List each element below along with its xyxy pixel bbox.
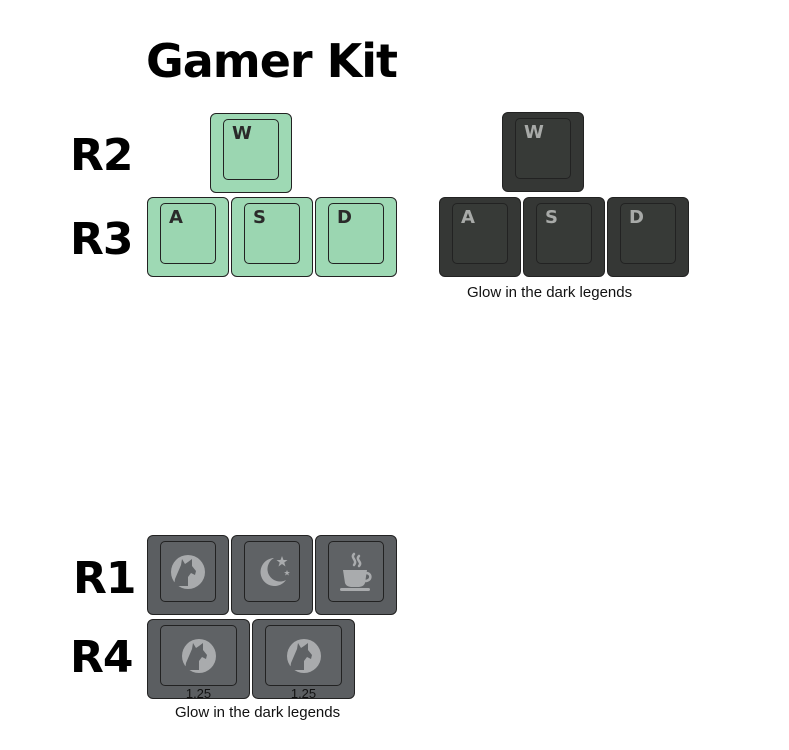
wolf-icon [286, 638, 321, 673]
keycap-top: A [452, 203, 508, 264]
keycap-top: D [328, 203, 384, 264]
page-title: Gamer Kit [146, 34, 398, 88]
keycap-moon-r1 [231, 535, 313, 615]
keycap-s-green: S [231, 197, 313, 277]
row-label-r1: R1 [73, 553, 136, 604]
keycap-top: S [244, 203, 300, 264]
keycap-size-label: 1.25 [290, 686, 317, 701]
keycap-coffee-r1 [315, 535, 397, 615]
keycap-legend: W [524, 122, 544, 143]
keycap-top: W [515, 118, 571, 179]
keycap-top [160, 625, 237, 686]
keycap-d-green: D [315, 197, 397, 277]
keycap-wolf-r4-left: 1.25 [147, 619, 250, 701]
row-label-r4: R4 [70, 632, 133, 683]
wolf-icon [171, 554, 205, 589]
keycap-d-dark: D [607, 197, 689, 277]
keycap-top [244, 541, 300, 602]
keycap-legend: W [232, 123, 252, 144]
keycap-w-dark: W [502, 112, 584, 192]
keycap-s-dark: S [523, 197, 605, 277]
keycap-legend: S [545, 207, 558, 228]
moon-stars-icon [260, 555, 290, 586]
coffee-cup-icon [340, 552, 372, 591]
wolf-icon [181, 638, 216, 673]
keycap-wolf-r4-right: 1.25 [252, 619, 355, 701]
keycap-top: A [160, 203, 216, 264]
keycap-legend: A [169, 207, 183, 228]
keycap-legend: A [461, 207, 475, 228]
keycap-a-green: A [147, 197, 229, 277]
row-label-r2: R2 [70, 130, 133, 181]
keycap-top [265, 625, 342, 686]
keycap-top: S [536, 203, 592, 264]
keycap-top: W [223, 119, 279, 180]
novelty-set-caption: Glow in the dark legends [175, 704, 341, 721]
dark-set-caption: Glow in the dark legends [467, 284, 633, 301]
keycap-legend: D [629, 207, 644, 228]
keycap-w-green: W [210, 113, 292, 193]
keycap-legend: D [337, 207, 352, 228]
keycap-legend: S [253, 207, 266, 228]
keycap-top: D [620, 203, 676, 264]
row-label-r3: R3 [70, 214, 133, 265]
keycap-a-dark: A [439, 197, 521, 277]
keycap-wolf-r1 [147, 535, 229, 615]
keycap-size-label: 1.25 [185, 686, 212, 701]
keycap-top [160, 541, 216, 602]
keycap-top [328, 541, 384, 602]
